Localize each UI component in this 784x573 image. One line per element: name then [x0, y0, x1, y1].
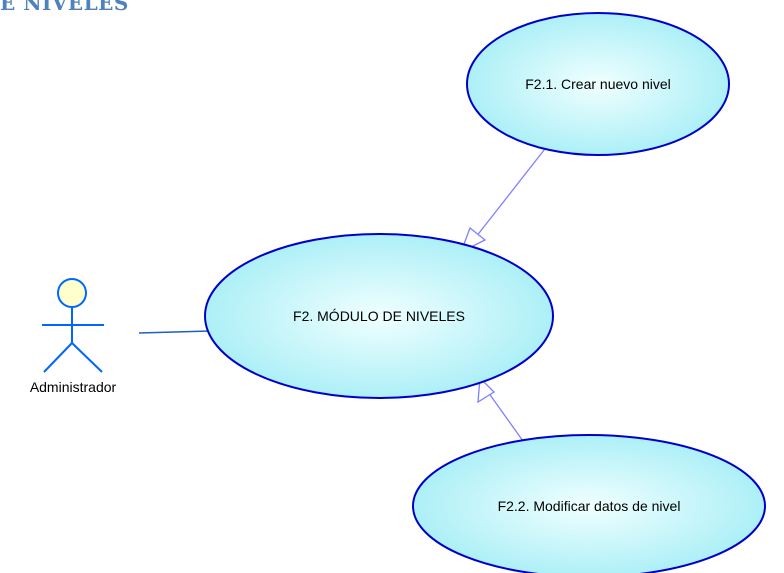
use-case-modify-label: F2.2. Modificar datos de nivel [498, 498, 681, 514]
actor-stick-figure-icon [42, 278, 104, 373]
relation-modify-to-main [477, 376, 524, 442]
use-case-create-label: F2.1. Crear nuevo nivel [525, 76, 671, 92]
use-case-main-label: F2. MÓDULO DE NIVELES [293, 308, 465, 324]
actor-association-line [138, 330, 211, 334]
relation-create-to-main [459, 144, 549, 254]
section-heading: E NIVELES [0, 0, 129, 15]
use-case-create-level[interactable]: F2.1. Crear nuevo nivel [466, 12, 730, 156]
use-case-main-module[interactable]: F2. MÓDULO DE NIVELES [204, 233, 554, 399]
generalization-arrowhead-icon [477, 376, 496, 404]
use-case-modify-level[interactable]: F2.2. Modificar datos de nivel [412, 434, 766, 573]
actor-label: Administrador [30, 379, 117, 395]
actor-administrador[interactable]: Administrador [30, 278, 117, 395]
